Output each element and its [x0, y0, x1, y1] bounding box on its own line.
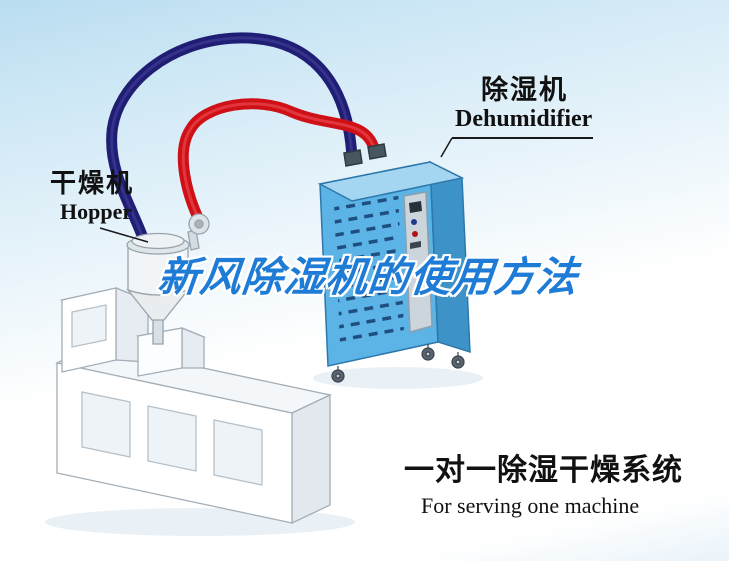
caster-wheels — [331, 344, 465, 383]
wheel-hub — [455, 359, 461, 365]
extruder-tower-panel — [71, 304, 107, 348]
wheel-hub — [425, 351, 431, 357]
dry-air-pipe-highlight — [181, 102, 377, 226]
page-title: 新风除湿机的使用方法 — [155, 254, 581, 300]
dehumidifier-vents — [334, 190, 404, 344]
extruder-panel — [81, 391, 131, 458]
dehumidifier-label-en: Dehumidifier — [455, 106, 593, 132]
control-panel — [403, 191, 433, 333]
throat-box-side — [181, 327, 205, 369]
dehumidifier-top — [317, 161, 465, 202]
hopper-pointer-line — [99, 227, 149, 243]
pipe-connector-left — [343, 149, 363, 167]
label-pointers — [99, 137, 593, 243]
system-label-cn: 一对一除湿干燥系统 — [404, 454, 683, 487]
dryer-label-cn: 干燥机 — [50, 168, 135, 198]
pipe-connector-right — [367, 143, 387, 160]
return-air-pipe-highlight — [110, 36, 354, 254]
extruder-machine — [54, 287, 333, 525]
pipes — [106, 32, 381, 258]
system-label-en: For serving one machine — [421, 493, 640, 518]
dryer-label-en: Hopper — [60, 199, 133, 224]
dehumidifier-label-cn: 除湿机 — [481, 75, 568, 105]
wheel-hub — [335, 373, 341, 379]
throat-box-front — [137, 327, 183, 377]
panel-button-blue — [411, 219, 417, 225]
blower-hub — [194, 219, 204, 229]
panel-display — [409, 201, 422, 213]
dehumidifier-pointer-line — [440, 137, 453, 158]
extruder-cabinet-end — [291, 393, 331, 525]
hopper-dryer — [126, 213, 210, 345]
hopper-neck — [152, 317, 164, 345]
panel-button-red — [412, 231, 418, 237]
extruder-panel — [213, 419, 263, 486]
hopper-lid — [131, 232, 185, 250]
hopper-body — [127, 244, 189, 296]
dehumidifier-unit — [317, 143, 471, 383]
panel-switch — [410, 241, 421, 249]
dehumidifier-shadow — [313, 367, 483, 389]
extruder-panel — [147, 405, 197, 472]
